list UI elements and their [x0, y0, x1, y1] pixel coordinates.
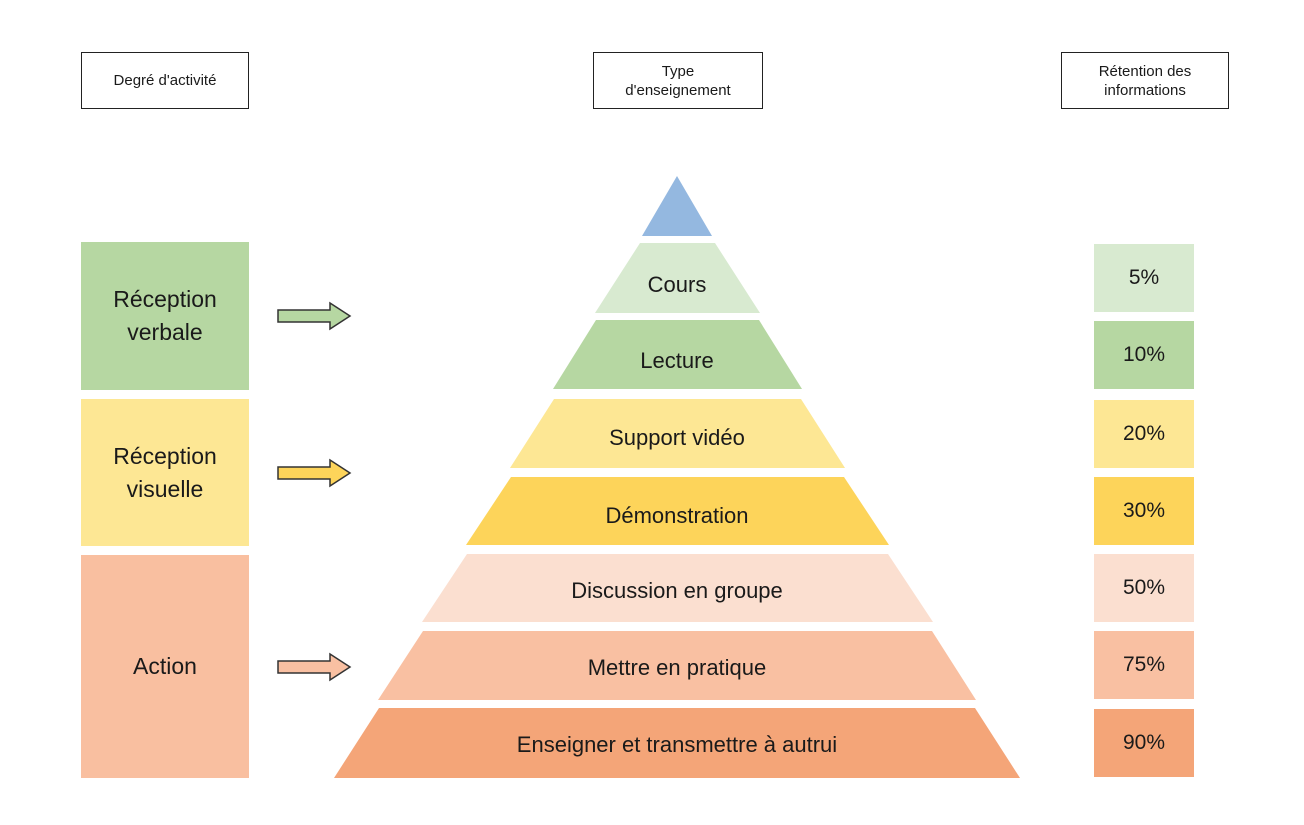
arrow-right-icon: [277, 652, 352, 682]
header-activity: Degré d'activité: [81, 52, 249, 109]
arrow-right-icon: [277, 301, 352, 331]
tier-label: Support vidéo: [609, 425, 745, 450]
category-action: Action: [81, 555, 249, 778]
retention-value: 75%: [1094, 631, 1194, 699]
tier-label: Discussion en groupe: [571, 578, 783, 603]
header-retention: Rétention des informations: [1061, 52, 1229, 109]
pyramid-tier: [510, 399, 845, 468]
tier-label: Démonstration: [605, 503, 748, 528]
tier-label: Lecture: [640, 348, 713, 373]
category-verbal-reception: Réception verbale: [81, 242, 249, 390]
pyramid-apex: [642, 176, 712, 236]
arrow-right-icon-shape: [277, 652, 352, 682]
pyramid-tier: [466, 477, 889, 545]
pyramid-tier: [553, 320, 802, 389]
pyramid-tier: [378, 631, 976, 700]
category-visual-reception: Réception visuelle: [81, 399, 249, 546]
retention-value: 90%: [1094, 709, 1194, 777]
pyramid-tier: [422, 554, 933, 622]
retention-value: 30%: [1094, 477, 1194, 545]
arrow-right-icon-shape: [277, 301, 352, 331]
pyramid-tier: [595, 243, 760, 313]
arrow-right-icon-shape: [277, 458, 352, 488]
tier-label: Mettre en pratique: [588, 655, 767, 680]
header-teaching-type: Type d'enseignement: [593, 52, 763, 109]
pyramid-tier: [334, 708, 1020, 778]
retention-value: 10%: [1094, 321, 1194, 389]
retention-value: 50%: [1094, 554, 1194, 622]
tier-label: Enseigner et transmettre à autrui: [517, 732, 837, 757]
retention-value: 5%: [1094, 244, 1194, 312]
retention-value: 20%: [1094, 400, 1194, 468]
tier-label: Cours: [648, 272, 707, 297]
arrow-right-icon: [277, 458, 352, 488]
